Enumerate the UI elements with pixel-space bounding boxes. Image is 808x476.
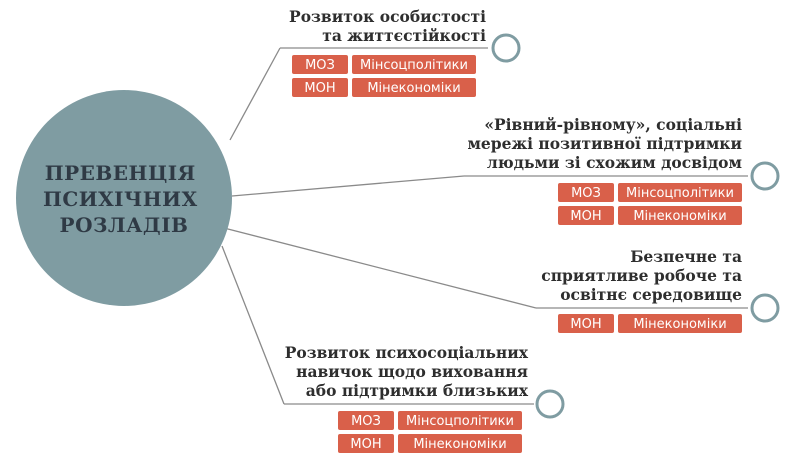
branch-title-line: мережі позитивної підтримки (467, 134, 742, 153)
ministry-badge (338, 411, 394, 430)
branch-title-line: Розвиток психосоціальних (285, 343, 529, 362)
ministry-badge-label: МОН (570, 317, 601, 332)
branch-title-line: навичок щодо виховання (296, 362, 528, 381)
ministry-badge-label: Мінекономіки (367, 81, 460, 96)
ministry-badge-label: МОН (304, 81, 335, 96)
branch-title-line: «Рівний-рівному», соціальні (484, 115, 742, 134)
ministry-badge (558, 206, 614, 225)
ministry-badge-label: МОЗ (351, 414, 381, 429)
connector-lines (221, 47, 537, 405)
ministry-badge-label: Мінекономіки (633, 209, 726, 224)
branch-title-line: або підтримки близьких (306, 381, 529, 400)
branch-title-line: освітнє середовище (560, 285, 742, 304)
center-title-line: РОЗЛАДІВ (60, 213, 189, 237)
ministry-badge-label: Мінекономіки (633, 317, 726, 332)
connector-line (231, 175, 465, 197)
branch-node-circle (750, 293, 780, 323)
ministry-badge (352, 55, 476, 74)
connector-line (229, 47, 281, 141)
ministry-badge (618, 206, 742, 225)
connector-line (221, 245, 285, 405)
ministry-badge-label: МОЗ (571, 186, 601, 201)
branch-node-circle (491, 33, 521, 63)
ministry-badge (398, 411, 522, 430)
branch-title-line: сприятливе робоче та (541, 266, 742, 285)
ministry-badge (618, 314, 742, 333)
center-circle (16, 90, 232, 306)
ministry-badge-label: МОЗ (305, 58, 335, 73)
connector-line (223, 227, 537, 309)
svg-text:ПРЕВЕНЦІЯ ПСИХІЧНИХ: ПРЕВЕНЦІЯ ПСИХІЧНИХ РОЗЛАДІВ (43, 161, 205, 237)
center-title-line: ПСИХІЧНИХ (43, 187, 198, 211)
ministry-badge (292, 55, 348, 74)
ministry-badge (352, 78, 476, 97)
ministry-badge-label: МОН (350, 437, 381, 452)
ministry-badge (338, 434, 394, 453)
center-node: ПРЕВЕНЦІЯ ПСИХІЧНИХ РОЗЛАДІВ (16, 90, 232, 306)
ministry-badge (558, 314, 614, 333)
branch-node-circle (750, 161, 780, 191)
ministry-badge (398, 434, 522, 453)
branch-node-circle (535, 389, 565, 419)
ministry-badge-label: Мінсоцполітики (626, 186, 734, 201)
ministry-badge-label: МОН (570, 209, 601, 224)
ministry-badge-label: Мінекономіки (413, 437, 506, 452)
ministry-badge-label: Мінсоцполітики (406, 414, 514, 429)
ministry-badge (618, 183, 742, 202)
branch-title-line: Безпечне та (630, 247, 742, 266)
branch-title-line: Розвиток особистості (289, 7, 486, 26)
ministry-badge (292, 78, 348, 97)
ministry-badge (558, 183, 614, 202)
center-title-line: ПРЕВЕНЦІЯ (45, 161, 196, 185)
branch-title-line: людьми зі схожим досвідом (487, 153, 742, 172)
ministry-badge-label: Мінсоцполітики (360, 58, 468, 73)
branch-title-line: та життєстійкості (322, 26, 486, 45)
